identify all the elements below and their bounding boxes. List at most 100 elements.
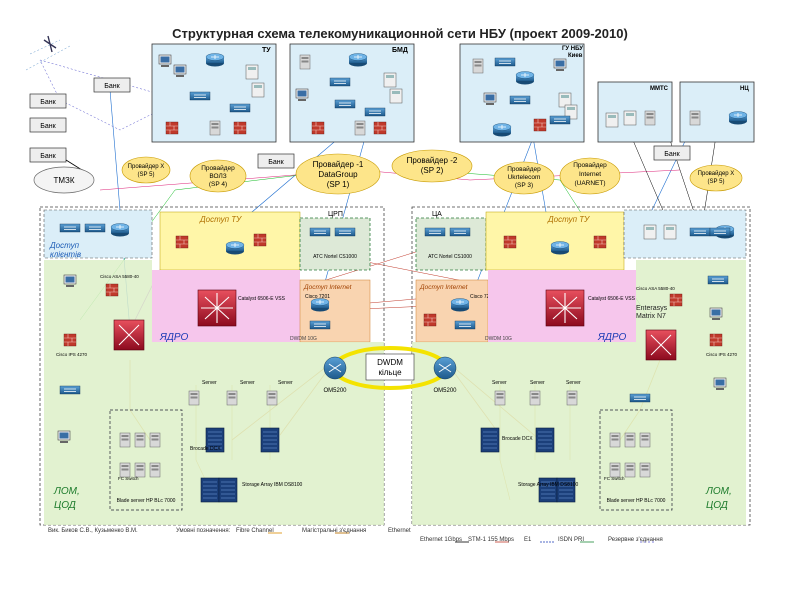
fc-switch-right: FC Switch: [604, 476, 625, 481]
cisco-7201-right: Cisco 7201: [470, 294, 495, 300]
cisco-7201-left: Cisco 7201: [305, 294, 330, 300]
server-label: Server: [566, 380, 581, 386]
dwdm-label-1: DWDM: [377, 358, 403, 367]
side-security: Cisco IPS 4270 Cisco IPS 4270 Cisco ASA …: [56, 227, 738, 444]
bank-boxes: Банк Банк Банк Банк Банк Банк: [29, 77, 691, 187]
provider-datagroup-b: DataGroup: [318, 170, 358, 179]
crp-label: ЦРП: [328, 211, 343, 218]
legend-isdn: ISDN PRI: [558, 537, 585, 543]
provider-internet-b: Internet: [579, 171, 601, 178]
branch-gu-label-2: Киев: [568, 53, 583, 59]
provider-internet: Провайдер: [573, 161, 607, 169]
provider-volz-sp: (SP 4): [209, 181, 227, 188]
legend-reserve: Резервне з'єднання: [608, 537, 663, 543]
enterasys-label: Enterasys: [636, 305, 668, 312]
legend-authors: Вик. Биков С.В., Кузьменко В.М.: [48, 528, 138, 534]
server-label: Server: [278, 380, 293, 386]
provider-ukrtelecom-sp: (SP 3): [515, 182, 533, 189]
dostup-tu-left: Доступ ТУ: [199, 215, 242, 224]
catalyst-right: Catalyst 6506-E VSS: [588, 296, 636, 302]
provider-ukrtelecom: Провайдер: [507, 165, 541, 173]
bank-label: Банк: [664, 151, 680, 158]
bank-label: Банк: [40, 123, 56, 130]
datacenter-right: Server Server Server Blade server HP BLc…: [480, 380, 673, 511]
matrix-label: Matrix N7: [636, 313, 666, 320]
lom-left-2: ЦОД: [54, 500, 76, 511]
blade-left: Blade server HP BLc 7000: [117, 498, 176, 504]
legend: Вик. Биков С.В., Кузьменко В.М. Умовні п…: [48, 528, 748, 543]
tmzk-cloud: ТМЗК: [33, 166, 95, 194]
catalyst-left: Catalyst 6506-E VSS: [238, 296, 286, 302]
provider-volz: Провайдер: [201, 164, 235, 172]
brocade-right: Brocade DCX: [502, 436, 533, 442]
om5200-right: OM5200: [433, 388, 457, 394]
bank-label: Банк: [40, 99, 56, 106]
datacenter-left: Server Server Server Blade server HP BLc…: [109, 380, 303, 511]
branch-gu-label-1: ГУ НБУ: [562, 46, 583, 52]
branch-bmd: БМД: [289, 43, 415, 143]
legend-title: Умовні позначення:: [176, 528, 231, 534]
provider-ukrtelecom-b: Ukrtelecom: [508, 174, 541, 181]
branch-mmts-label: ММТС: [650, 86, 669, 92]
right-zones: ЦА АТС Nortel CS1000 Доступ ТУ Доступ In…: [412, 209, 747, 525]
provider-2-sp: (SP 2): [421, 166, 444, 175]
bank-label: Банк: [268, 159, 284, 166]
lom-right-1: ЛОМ,: [705, 486, 732, 497]
fc-switch-left: FC Switch: [118, 476, 139, 481]
yadro-right: ЯДРО: [597, 332, 627, 343]
legend-fibre: Fibre Channel: [236, 528, 274, 534]
provider-x-left-sp: (SP 5): [138, 172, 155, 178]
blade-right: Blade server HP BLc 7000: [607, 498, 666, 504]
enterasys-switch: Enterasys Matrix N7: [636, 305, 677, 361]
dostup-clients-2: клієнтів: [50, 250, 81, 259]
cisco-ips-left: Cisco IPS 4270: [56, 352, 88, 357]
core-switch-right: Catalyst 6506-E VSS: [545, 289, 636, 327]
branch-nts-label: НЦ: [740, 86, 749, 92]
provider-clouds: Провайдер Х (SP 5) Провайдер ВОЛЗ (SP 4)…: [121, 149, 743, 195]
storage-right: Storage Array IBM DS8100: [518, 482, 579, 488]
legend-trunk: Магістральні з'єднання: [302, 528, 367, 534]
dwdm-10g-left: DWDM 10G: [290, 336, 317, 342]
dostup-internet-left: Доступ Internet: [303, 284, 353, 291]
server-label: Server: [530, 380, 545, 386]
dostup-tu-right: Доступ ТУ: [547, 215, 590, 224]
cisco-asa-left: Cisco ASA 5580-40: [100, 274, 139, 279]
dostup-internet-right: Доступ Internet: [419, 284, 469, 291]
provider-x-right-sp: (SP 5): [708, 179, 725, 185]
legend-lines: [268, 532, 654, 543]
dwdm-10g-right: DWDM 10G: [485, 336, 512, 342]
dwdm-label-2: кільце: [378, 368, 402, 377]
om5200-left: OM5200: [323, 388, 347, 394]
server-label: Server: [202, 380, 217, 386]
atc-left: АТС Nortel CS1000: [313, 254, 357, 260]
core-switch-left: Catalyst 6506-E VSS: [197, 289, 286, 327]
yadro-left: ЯДРО: [159, 332, 189, 343]
legend-ethernet: Ethernet: [388, 528, 411, 534]
provider-x-left: Провайдер Х: [128, 163, 165, 170]
branch-nts: НЦ: [679, 81, 755, 143]
cisco-asa-right: Cisco ASA 5580-40: [636, 286, 675, 291]
server-label: Server: [492, 380, 507, 386]
atc-right: АТС Nortel CS1000: [428, 254, 472, 260]
legend-stm1: STM-1 155 Mbps: [468, 537, 515, 543]
storage-left: Storage Array IBM DS8100: [242, 482, 303, 488]
branch-bmd-label: БМД: [392, 47, 408, 54]
provider-x-right: Провайдер Х: [698, 170, 735, 177]
provider-datagroup-sp: (SP 1): [327, 180, 350, 189]
branch-gu-kiev: ГУ НБУ Киев: [459, 43, 585, 143]
cisco-ips-right: Cisco IPS 4270: [706, 352, 738, 357]
branch-tu: ТУ: [151, 43, 277, 143]
provider-datagroup: Провайдер -1: [313, 160, 364, 169]
provider-internet-sp: (UARNET): [574, 180, 605, 187]
dostup-clients-1: Доступ: [49, 241, 80, 250]
legend-e1: E1: [524, 537, 532, 543]
bank-label: Банк: [104, 83, 120, 90]
lom-right-2: ЦОД: [706, 500, 728, 511]
core-switch-left-2: [113, 319, 145, 351]
lom-left-1: ЛОМ,: [53, 486, 80, 497]
provider-volz-b: ВОЛЗ: [209, 173, 226, 180]
tmzk-label: ТМЗК: [53, 176, 74, 185]
diagram-title: Структурная схема телекомуникационной се…: [172, 26, 628, 41]
dwdm-ring: DWDM кільце OM5200 OM5200 DWDM 10G DWDM …: [290, 336, 512, 394]
